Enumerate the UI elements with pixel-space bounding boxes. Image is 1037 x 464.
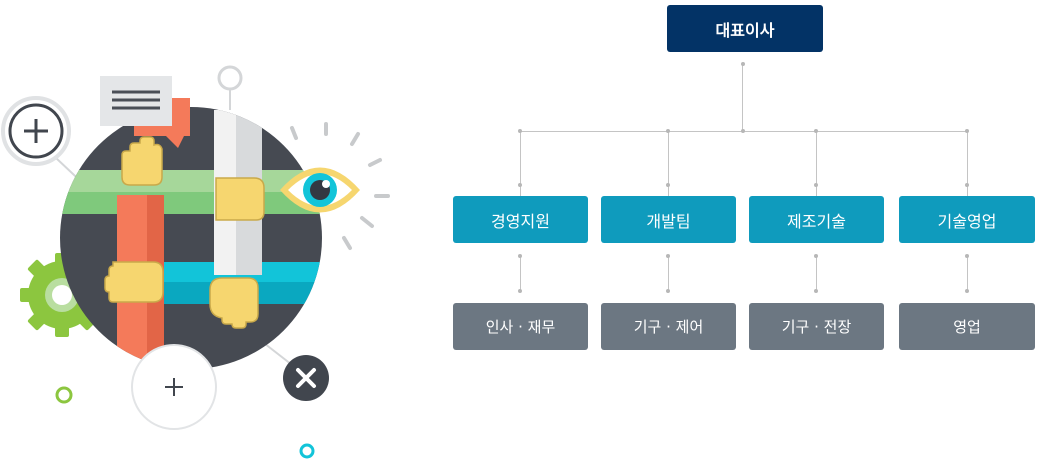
branch-drop-2	[668, 131, 669, 196]
connector-dot	[518, 254, 522, 258]
connector-dot	[814, 289, 818, 293]
close-circle-icon	[283, 355, 329, 401]
connector-dot	[814, 183, 818, 187]
team-sales: 영업	[899, 303, 1035, 350]
teamwork-illustration	[1, 65, 390, 459]
green-ring	[55, 386, 73, 404]
connector-dot	[965, 289, 969, 293]
ring-decoration	[217, 65, 243, 91]
central-circle	[60, 107, 322, 369]
hands-teamwork-icon	[104, 136, 265, 329]
connector-dot	[814, 129, 818, 133]
connector-dot	[518, 183, 522, 187]
dept-development: 개발팀	[601, 196, 736, 243]
sub-connector-4	[967, 256, 968, 292]
sub-connector-3	[816, 256, 817, 292]
ceo-box: 대표이사	[667, 5, 823, 52]
team-mechanism-control: 기구 · 제어	[601, 303, 736, 350]
connector-dot	[741, 62, 745, 66]
branch-drop-3	[816, 131, 817, 196]
connector-dot	[666, 289, 670, 293]
connector-dot	[518, 129, 522, 133]
branch-drop-1	[520, 131, 521, 196]
cyan-ring	[299, 443, 315, 459]
team-hr-finance: 인사 · 재무	[453, 303, 588, 350]
connector-dot	[965, 129, 969, 133]
sub-connector-2	[668, 256, 669, 292]
connector-dot	[814, 254, 818, 258]
plus-circle-icon	[1, 96, 71, 166]
connector-dot	[666, 254, 670, 258]
sub-connector-1	[520, 256, 521, 292]
eye-icon	[280, 167, 360, 213]
connector-dot	[965, 183, 969, 187]
connector-dot	[666, 129, 670, 133]
connector-dot	[741, 129, 745, 133]
dept-management-support: 경영지원	[453, 196, 588, 243]
eye-rays	[290, 122, 390, 250]
dept-technical-sales: 기술영업	[899, 196, 1035, 243]
connector-dot	[965, 254, 969, 258]
speech-bubble-icon	[100, 76, 190, 148]
plus-outline-icon	[131, 344, 217, 430]
branch-drop-4	[967, 131, 968, 196]
connector-dot	[666, 183, 670, 187]
connector-dot	[518, 289, 522, 293]
team-mechanism-electrical: 기구 · 전장	[749, 303, 884, 350]
ceo-connector	[742, 64, 743, 132]
org-chart: 대표이사 경영지원 개발팀 제조기술 기술영업 인사 · 재무 기구 · 제어 …	[430, 0, 1037, 464]
dept-manufacturing-tech: 제조기술	[749, 196, 884, 243]
